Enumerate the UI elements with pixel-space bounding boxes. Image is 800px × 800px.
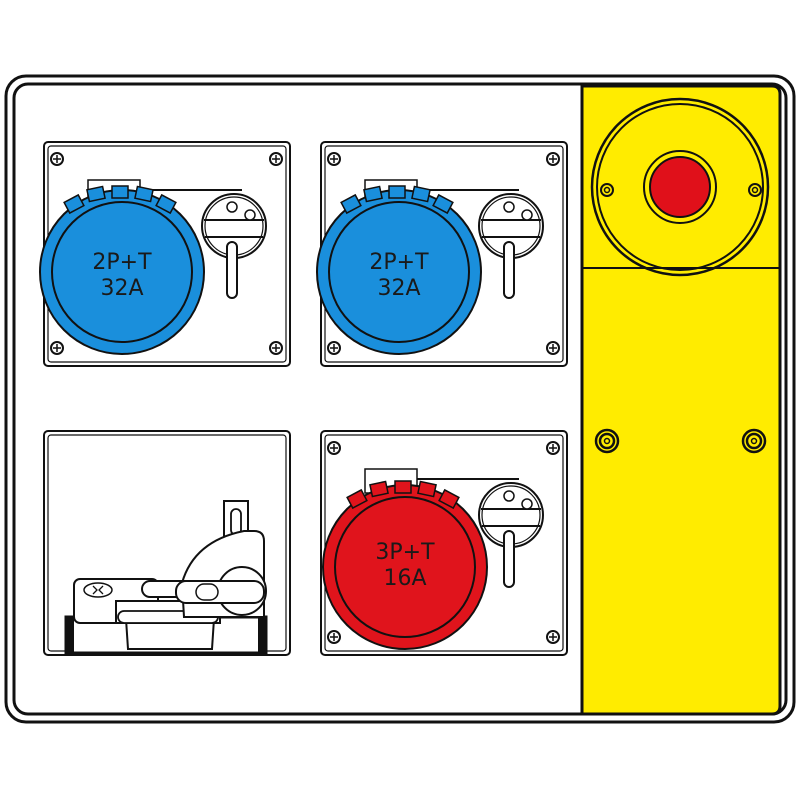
panel-screw-right <box>741 428 767 454</box>
socket-3[interactable] <box>320 430 568 656</box>
socket-1[interactable] <box>39 141 291 367</box>
panel-screw-left <box>594 428 620 454</box>
yellow-panel <box>580 84 782 716</box>
socket-2[interactable] <box>316 141 568 367</box>
circuit-breaker-module[interactable] <box>43 430 291 656</box>
emergency-stop[interactable] <box>590 97 770 277</box>
